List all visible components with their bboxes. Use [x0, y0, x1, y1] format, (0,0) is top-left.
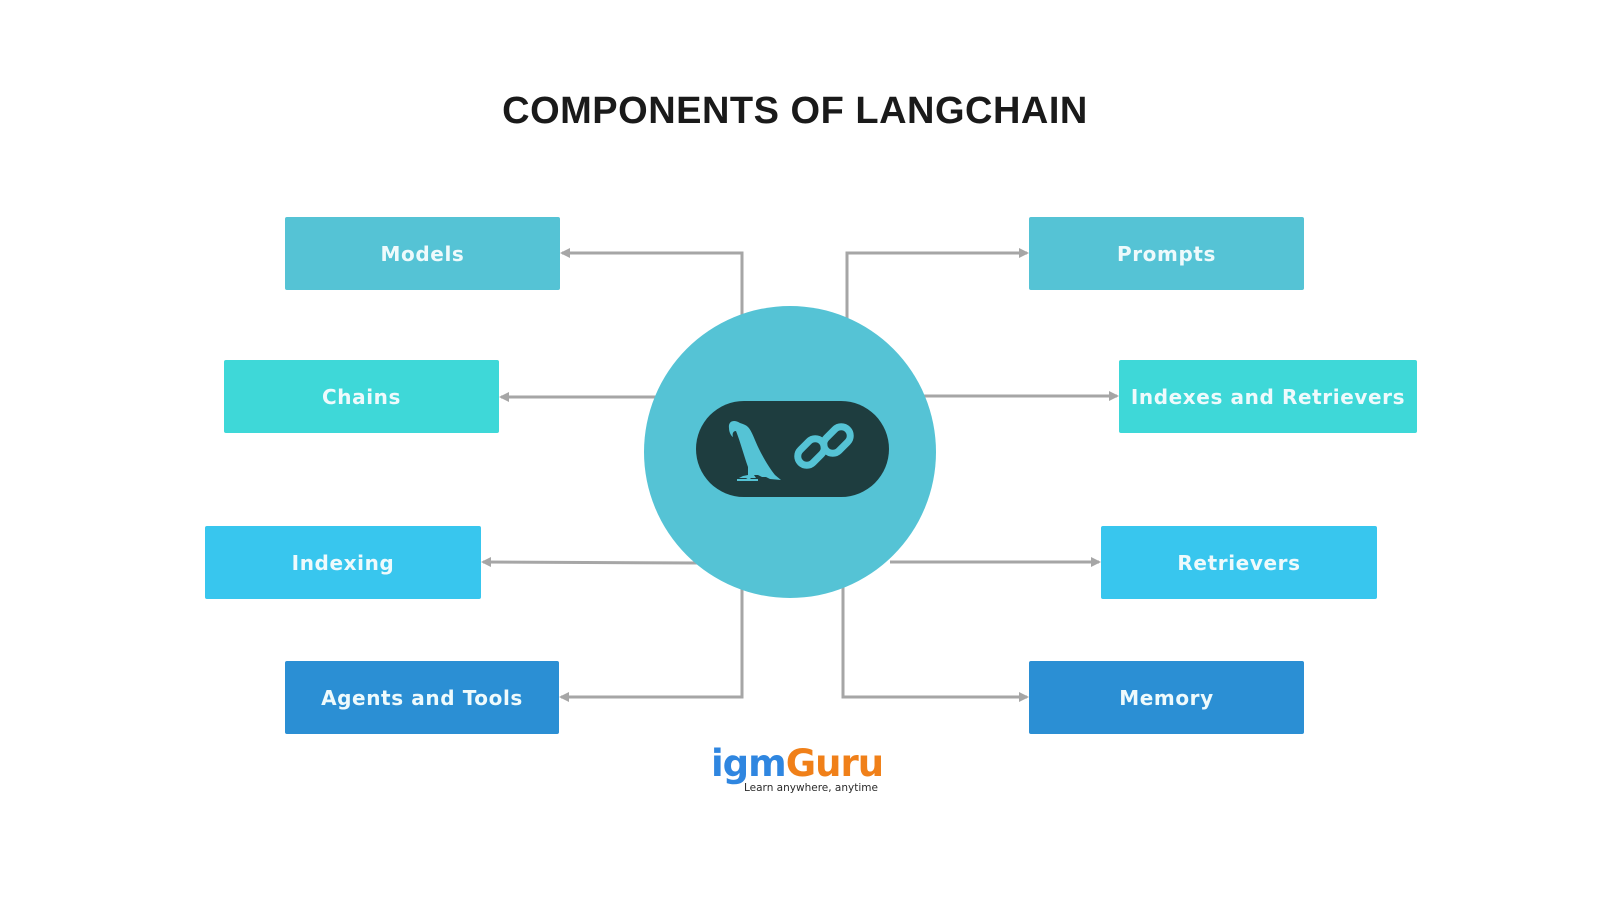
- parrot-icon: [728, 420, 781, 481]
- component-label: Models: [380, 241, 465, 266]
- diagram-title: COMPONENTS OF LANGCHAIN: [502, 90, 1088, 132]
- logo-igm: igm: [711, 742, 787, 785]
- component-label: Agents and Tools: [321, 685, 523, 710]
- component-prompts[interactable]: Prompts: [1029, 217, 1304, 290]
- logo-guru: Guru: [785, 742, 884, 785]
- component-label: Retrievers: [1177, 550, 1301, 575]
- connector-indexing: [481, 557, 701, 568]
- langchain-hub: [644, 306, 936, 598]
- component-memory[interactable]: Memory: [1029, 661, 1304, 734]
- component-label: Chains: [321, 384, 401, 409]
- logo-tagline: Learn anywhere, anytime: [744, 782, 878, 794]
- component-indexing[interactable]: Indexing: [205, 526, 481, 599]
- component-retrievers[interactable]: Retrievers: [1101, 526, 1377, 599]
- component-label: Indexes and Retrievers: [1130, 384, 1406, 409]
- logo-wordmark: igmGuru: [711, 742, 884, 785]
- component-models[interactable]: Models: [285, 217, 560, 290]
- component-agents-tools[interactable]: Agents and Tools: [285, 661, 559, 734]
- component-label: Prompts: [1116, 241, 1217, 266]
- component-chains[interactable]: Chains: [224, 360, 499, 433]
- connector-agents-tools: [559, 580, 744, 702]
- igmguru-logo: igmGuru Learn anywhere, anytime: [711, 742, 884, 796]
- component-indexes-retrievers[interactable]: Indexes and Retrievers: [1119, 360, 1417, 433]
- component-label: Indexing: [291, 550, 395, 575]
- langchain-logo: [696, 401, 889, 497]
- chain-link-icon: [794, 423, 854, 469]
- connector-prompts: [845, 248, 1029, 320]
- component-label: Memory: [1119, 685, 1214, 710]
- connector-models: [560, 248, 744, 320]
- connector-memory: [841, 580, 1029, 702]
